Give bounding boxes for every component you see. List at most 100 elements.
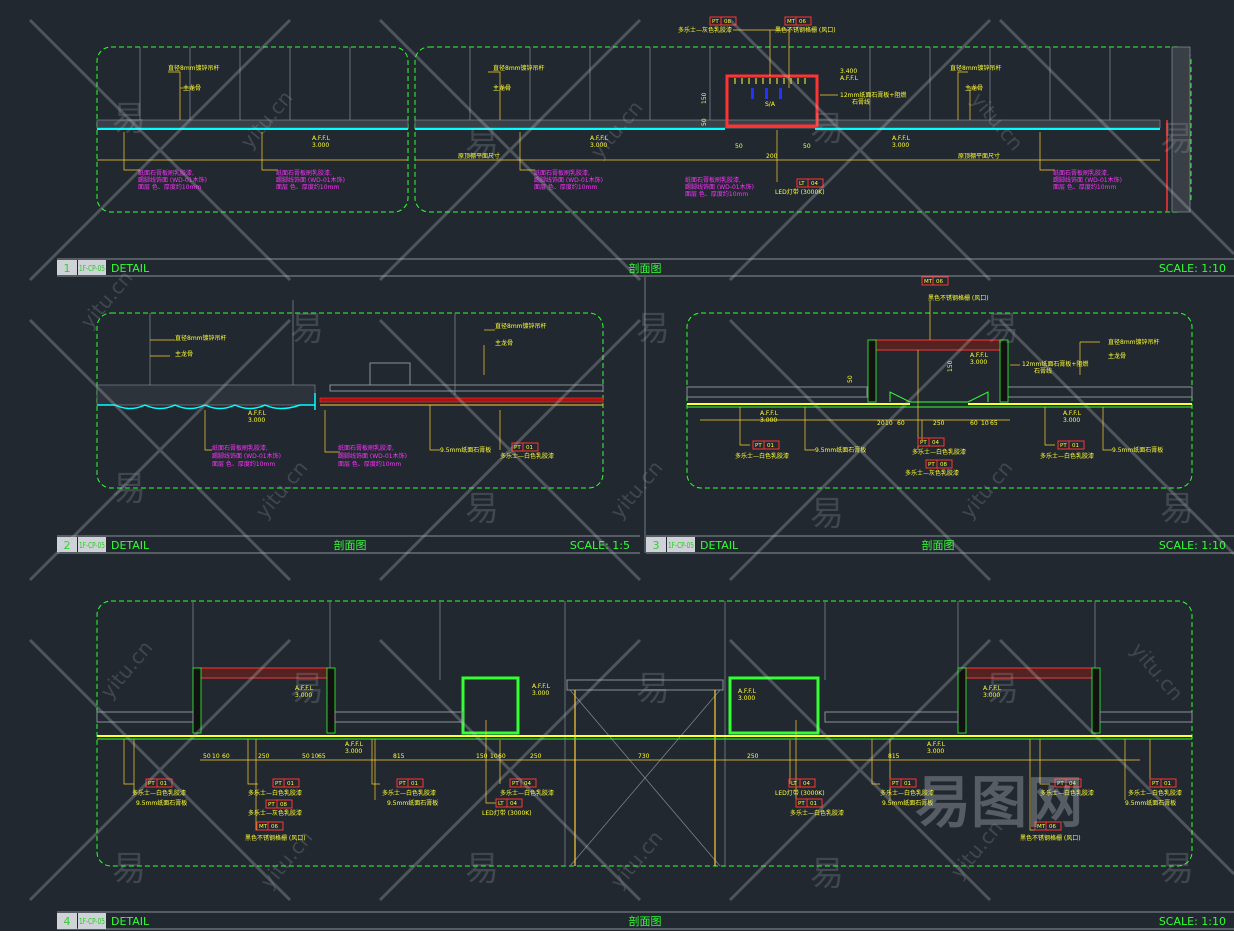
dimension: 50 xyxy=(735,143,743,150)
dimension: 10 xyxy=(981,420,989,427)
svg-text:易: 易 xyxy=(1160,849,1194,889)
svg-text:LT: LT xyxy=(498,801,504,807)
svg-text:04: 04 xyxy=(932,440,939,446)
material-tag: PT 04 xyxy=(917,437,945,447)
detail-number: 2 xyxy=(64,539,71,552)
note: 面层 色、厚度约10mm xyxy=(685,190,748,198)
level-value: 3.000 xyxy=(248,417,265,424)
detail-type: DETAIL xyxy=(111,539,150,552)
svg-text:MT: MT xyxy=(1037,824,1046,830)
title-bar-2: 2 1F-CP-05 DETAIL 剖面图 SCALE: 1:5 xyxy=(57,535,640,554)
level-value: 3.000 xyxy=(345,748,362,755)
annotation: 黑色不锈钢格栅 (风口) xyxy=(1020,834,1081,842)
detail-frame xyxy=(96,600,1193,867)
annotation: 9.5mm纸面石膏板 xyxy=(815,446,866,454)
svg-text:PT: PT xyxy=(512,781,519,787)
annotation: 9.5mm纸面石膏板 xyxy=(136,799,187,807)
annotation: 多乐士—灰色乳胶漆 xyxy=(678,26,732,34)
note: 纸面石膏板刷乳胶漆, xyxy=(534,169,590,177)
annotation: 9.5mm纸面石膏板 xyxy=(387,799,438,807)
svg-text:yitu.cn: yitu.cn xyxy=(235,86,297,153)
title-bar-3: 3 1F-CP-05 DETAIL 剖面图 SCALE: 1:10 xyxy=(646,535,1234,554)
detail-number: 4 xyxy=(64,915,71,928)
detail-scale: SCALE: 1:5 xyxy=(570,539,630,552)
dimension: 50 xyxy=(803,143,811,150)
svg-text:PT: PT xyxy=(892,781,899,787)
note: 踢脚线饰面 (WD-01木饰) xyxy=(338,452,407,460)
annotation: 多乐士—白色乳胶漆 xyxy=(1040,789,1094,797)
svg-text:01: 01 xyxy=(810,801,817,807)
annotation: 直径8mm镀锌吊杆 xyxy=(168,64,220,72)
dimension: 10 xyxy=(490,753,498,760)
annotation: LED灯带 (3000K) xyxy=(482,809,532,817)
level-value: 3.000 xyxy=(532,690,549,697)
level-value: 3.000 xyxy=(892,142,909,149)
note: 面层 色、厚度约10mm xyxy=(1053,183,1116,191)
detail-title: 剖面图 xyxy=(922,538,955,552)
svg-text:PT: PT xyxy=(920,440,927,446)
level-label: A.F.F.L xyxy=(840,75,859,82)
note: 面层 色、厚度约10mm xyxy=(534,183,597,191)
svg-text:PT: PT xyxy=(514,445,521,451)
annotation: 多乐士—白色乳胶漆 xyxy=(500,789,554,797)
svg-text:PT: PT xyxy=(1060,443,1067,449)
svg-text:易: 易 xyxy=(112,849,146,889)
annotation: 多乐士—灰色乳胶漆 xyxy=(905,469,959,477)
svg-text:01: 01 xyxy=(526,445,533,451)
svg-text:06: 06 xyxy=(799,19,806,25)
dimension: 50 xyxy=(701,118,708,126)
level-label: A.F.F.L xyxy=(738,688,757,695)
svg-text:01: 01 xyxy=(1072,443,1079,449)
note: 踢脚线饰面 (WD-01木饰) xyxy=(685,183,754,191)
dimension: 65 xyxy=(990,420,998,427)
detail-type: DETAIL xyxy=(111,262,150,275)
dimension: 815 xyxy=(888,753,900,760)
level-label: A.F.F.L xyxy=(927,741,946,748)
dimension: 150 xyxy=(947,360,954,372)
level-label: A.F.F.L xyxy=(312,135,331,142)
svg-text:易: 易 xyxy=(636,309,670,349)
svg-text:易: 易 xyxy=(290,309,324,349)
svg-text:PT: PT xyxy=(798,801,805,807)
svg-text:yitu.cn: yitu.cn xyxy=(1126,638,1188,705)
annotation: 多乐士—白色乳胶漆 xyxy=(1128,789,1182,797)
annotation: 多乐士—灰色乳胶漆 xyxy=(248,809,302,817)
detail-type: DETAIL xyxy=(700,539,739,552)
svg-text:MT: MT xyxy=(259,824,268,830)
note: 踢脚线饰面 (WD-01木饰) xyxy=(276,176,345,184)
note: 面层 色、厚度约10mm xyxy=(212,460,275,468)
note: 纸面石膏板刷乳胶漆, xyxy=(338,444,394,452)
svg-text:PT: PT xyxy=(1152,781,1159,787)
dimension: 815 xyxy=(393,753,405,760)
annotation: 9.5mm纸面石膏板 xyxy=(1112,446,1163,454)
watermark-logo: 易图网 xyxy=(915,771,1083,836)
annotation: 9.5mm纸面石膏板 xyxy=(882,799,933,807)
note: 纸面石膏板刷乳胶漆, xyxy=(685,176,741,184)
annotation: LED灯带 (3000K) xyxy=(775,789,825,797)
annotation: 直径8mm镀锌吊杆 xyxy=(950,64,1002,72)
watermark: 易易易易 易易易 易易易易 易易易 易易易易 yitu.cn yitu.cn y… xyxy=(28,18,1234,902)
level-label: A.F.F.L xyxy=(248,410,267,417)
detail-number: 3 xyxy=(653,539,660,552)
detail-1: 直径8mm镀锌吊杆 主龙骨 A.F.F.L 3.000 纸面石膏板刷乳胶漆, 踢… xyxy=(96,16,1192,213)
level-label: A.F.F.L xyxy=(970,352,989,359)
svg-text:易: 易 xyxy=(1160,489,1194,529)
level-label: A.F.F.L xyxy=(532,683,551,690)
level-value: 3.000 xyxy=(312,142,329,149)
svg-text:04: 04 xyxy=(811,181,818,187)
dimension: 20 xyxy=(877,420,885,427)
annotation: 多乐士—白色乳胶漆 xyxy=(132,789,186,797)
detail-title: 剖面图 xyxy=(334,538,367,552)
level-value: 3.000 xyxy=(970,359,987,366)
